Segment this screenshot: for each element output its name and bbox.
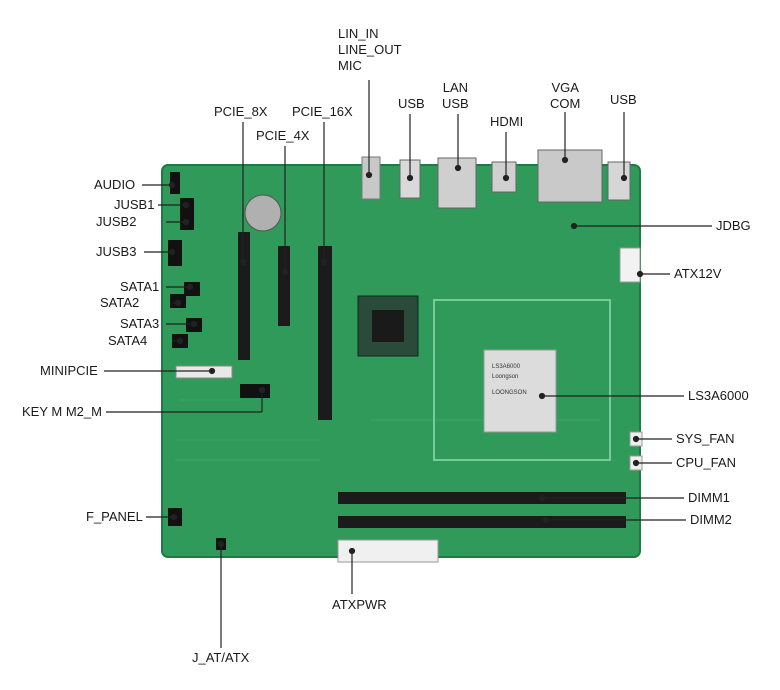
label-hdmi: HDMI bbox=[490, 114, 524, 129]
label-j-at-atx: J_AT/ATX bbox=[192, 650, 250, 665]
label-lan-usb: LAN USB bbox=[442, 80, 469, 112]
lan-usb-port bbox=[437, 157, 477, 209]
label-minipcie: MINIPCIE bbox=[40, 363, 98, 378]
usb-port-right bbox=[607, 161, 631, 201]
label-com: COM bbox=[550, 96, 581, 111]
label-dimm2: DIMM2 bbox=[690, 512, 732, 527]
atxpwr-connector bbox=[337, 539, 439, 563]
jusb3-header bbox=[168, 240, 182, 266]
label-jusb1: JUSB1 bbox=[114, 197, 155, 212]
cpu-chip bbox=[483, 349, 557, 433]
chip-line1: LS3A6000 bbox=[492, 364, 521, 370]
audio-header bbox=[170, 172, 180, 194]
label-pcie-16x: PCIE_16X bbox=[292, 104, 353, 119]
label-sata2: SATA2 bbox=[100, 295, 140, 310]
pcie-8x-slot bbox=[238, 232, 250, 360]
label-audio: AUDIO bbox=[94, 177, 136, 192]
cmos-battery bbox=[244, 194, 282, 232]
label-lin-in: LIN_IN bbox=[338, 26, 379, 41]
label-jdbg: JDBG bbox=[716, 218, 751, 233]
label-jusb2: JUSB2 bbox=[96, 214, 137, 229]
label-dimm1: DIMM1 bbox=[688, 490, 730, 505]
label-keym-m2: KEY M M2_M bbox=[22, 404, 102, 419]
label-mic: MIC bbox=[338, 58, 362, 73]
label-audio-io: LIN_IN LINE_OUT MIC bbox=[338, 26, 402, 74]
pcie-4x-slot bbox=[278, 246, 290, 326]
chip-brand: LOONGSON bbox=[492, 390, 527, 396]
label-pcie-8x: PCIE_8X bbox=[214, 104, 268, 119]
label-atxpwr: ATXPWR bbox=[332, 597, 387, 612]
pcie-16x-slot bbox=[318, 246, 332, 420]
label-sata3: SATA3 bbox=[120, 316, 160, 331]
minipcie-slot bbox=[175, 365, 233, 379]
audio-jack-stack bbox=[361, 156, 381, 200]
m2-slot bbox=[240, 384, 270, 398]
label-usb-top: USB bbox=[398, 96, 425, 111]
label-f-panel: F_PANEL bbox=[86, 509, 143, 524]
label-ls3a6000: LS3A6000 bbox=[688, 388, 749, 403]
label-line-out: LINE_OUT bbox=[338, 42, 402, 57]
chip-line2: Loongson bbox=[492, 374, 518, 380]
leader-lines bbox=[104, 80, 712, 648]
chipset-die bbox=[372, 310, 404, 342]
dimm2-slot bbox=[338, 516, 626, 528]
label-sata4: SATA4 bbox=[108, 333, 148, 348]
cpu-socket-frame bbox=[433, 299, 611, 461]
label-atx12v: ATX12V bbox=[674, 266, 722, 281]
label-vga-com: VGA COM bbox=[550, 80, 580, 112]
label-jusb3: JUSB3 bbox=[96, 244, 137, 259]
label-lan-usb-text: USB bbox=[442, 96, 469, 111]
label-usb-right: USB bbox=[610, 92, 637, 107]
label-lan: LAN bbox=[442, 80, 469, 95]
atx12v-connector bbox=[619, 247, 641, 283]
label-cpu-fan: CPU_FAN bbox=[676, 455, 736, 470]
dimm1-slot bbox=[338, 492, 626, 504]
label-pcie-4x: PCIE_4X bbox=[256, 128, 310, 143]
vga-com-port bbox=[537, 149, 603, 203]
label-sys-fan: SYS_FAN bbox=[676, 431, 735, 446]
label-vga: VGA bbox=[551, 80, 579, 95]
label-sata1: SATA1 bbox=[120, 279, 160, 294]
